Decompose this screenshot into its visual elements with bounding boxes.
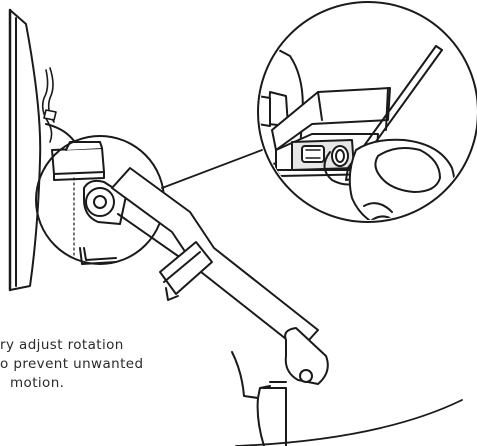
mount-bracket: [45, 123, 105, 181]
lower-bracket: [231, 351, 287, 446]
instruction-line-1: ry adjust rotation: [0, 337, 124, 353]
arm-tube: [111, 167, 319, 351]
instruction-line-2: o prevent unwanted: [0, 356, 144, 372]
arm-lower-joint: [269, 327, 329, 385]
arm-collar: [159, 241, 213, 301]
instruction-line-3: motion.: [10, 375, 65, 391]
callout-connector: [161, 149, 263, 189]
instruction-caption: ry adjust rotation o prevent unwanted mo…: [0, 336, 240, 393]
desk-edge: [235, 399, 463, 446]
monitor-profile: [8, 8, 42, 292]
callout-detail-contents: [260, 39, 456, 220]
allen-key-icon: [79, 247, 117, 265]
arm-pivot-joint: [83, 179, 127, 225]
cable: [41, 67, 57, 143]
